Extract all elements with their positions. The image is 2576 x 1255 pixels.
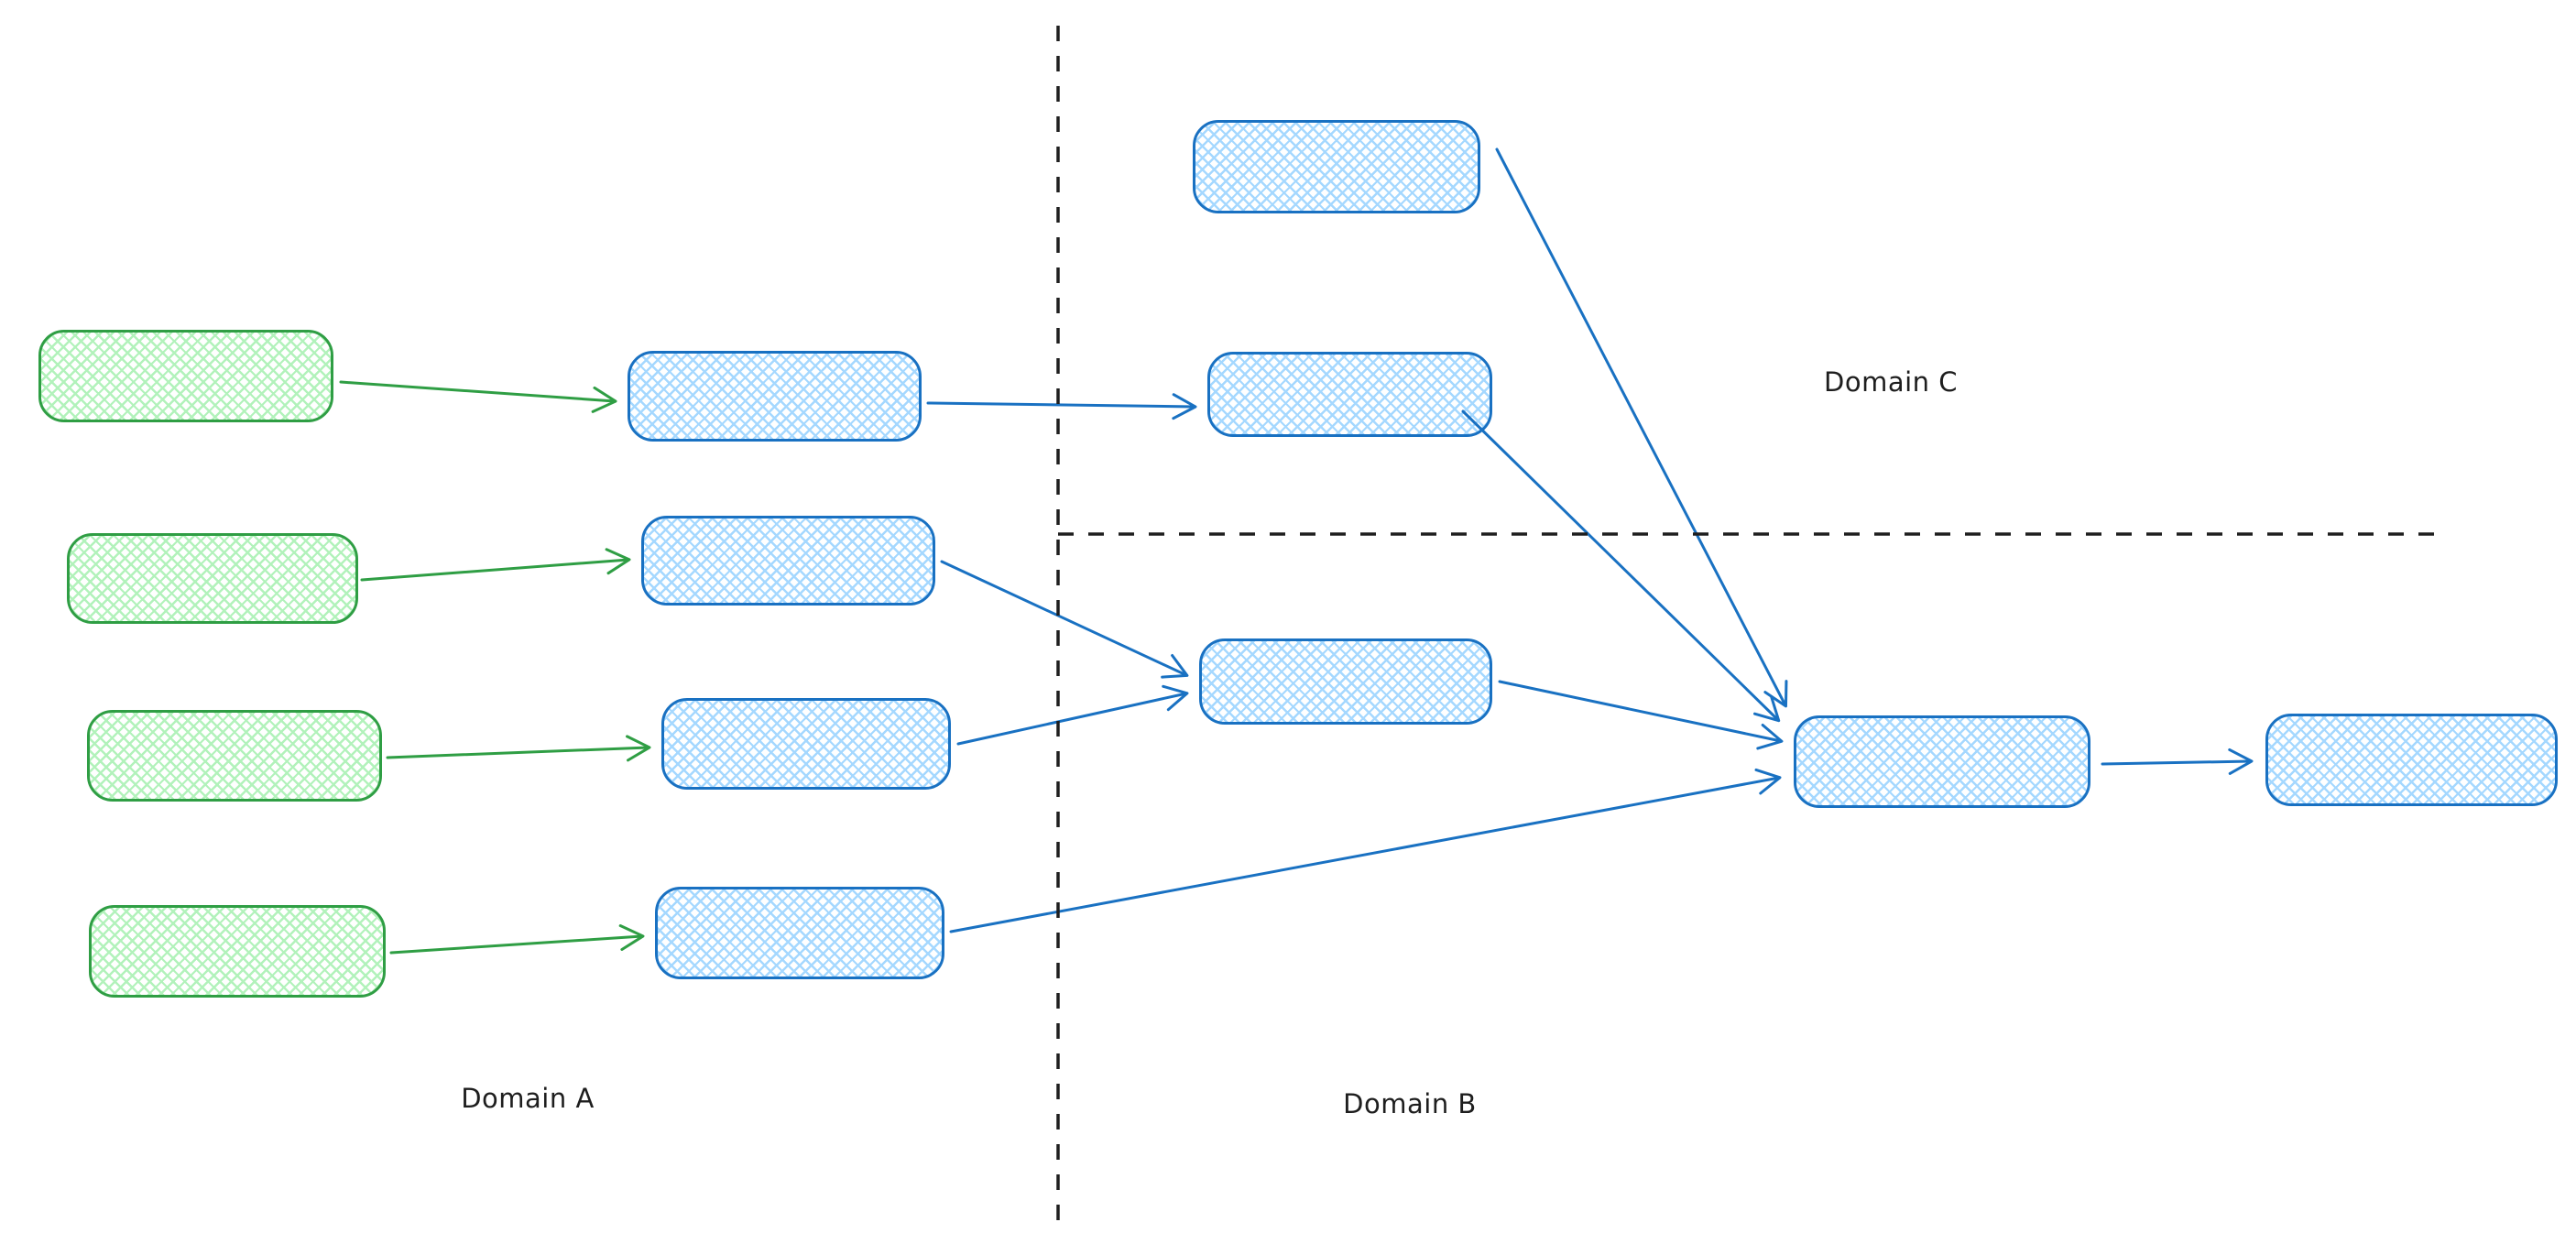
domain-a-source-4 [89,905,386,998]
domain-a-process-4 [655,887,944,979]
domain-a-source-1 [38,330,333,422]
edge-process1-cmid [926,393,1197,420]
domain-c-top-node [1193,120,1480,213]
edge-bjoin-merge [1498,680,1784,750]
domain-b-output-node [2265,714,2558,806]
domain-a-process-1 [628,351,922,442]
domain-b-label: Domain B [1343,1088,1477,1119]
edge-process4-merge [949,768,1782,933]
edge-source4-process4 [389,924,645,955]
domain-a-process-2 [641,516,935,606]
domain-a-source-3 [87,710,382,802]
edge-ctop-merge [1495,147,1788,708]
edge-process3-bjoin [956,684,1189,746]
edge-cmid-merge [1461,409,1781,723]
domain-b-merge-node [1794,715,2090,808]
edge-merge-output [2101,748,2254,775]
domain-b-join-node [1199,638,1492,725]
edge-source1-process1 [339,380,617,413]
edge-process2-bjoin [940,560,1189,679]
domain-a-process-3 [661,698,951,790]
domain-c-label: Domain C [1824,366,1958,398]
edge-source3-process3 [386,735,651,762]
edge-source2-process2 [360,548,631,582]
domain-a-label: Domain A [461,1083,595,1114]
domain-a-source-2 [67,533,358,624]
domain-c-mid-node [1207,352,1492,437]
